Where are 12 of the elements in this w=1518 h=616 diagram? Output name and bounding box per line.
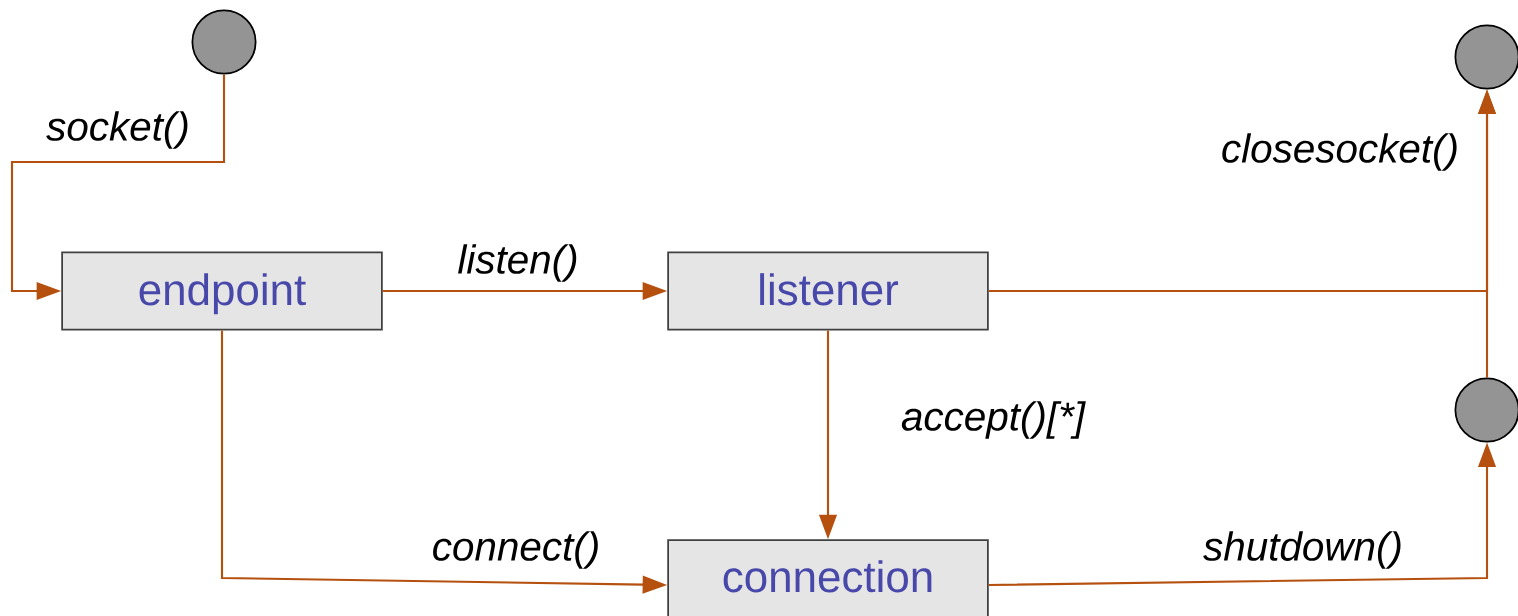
edge-label: shutdown() <box>1201 529 1405 571</box>
state-box: listener <box>667 251 989 331</box>
state-circle <box>191 9 257 75</box>
state-box: connection <box>667 539 989 616</box>
edge-label: accept()[*] <box>899 399 1087 441</box>
state-circle <box>1454 24 1518 90</box>
edge-label: listen() <box>455 242 581 284</box>
edge-label: connect() <box>430 529 602 571</box>
edge-label: socket() <box>44 109 192 151</box>
state-circle <box>1454 377 1518 443</box>
state-box: endpoint <box>61 251 383 331</box>
edge-label: closesocket() <box>1219 131 1461 173</box>
